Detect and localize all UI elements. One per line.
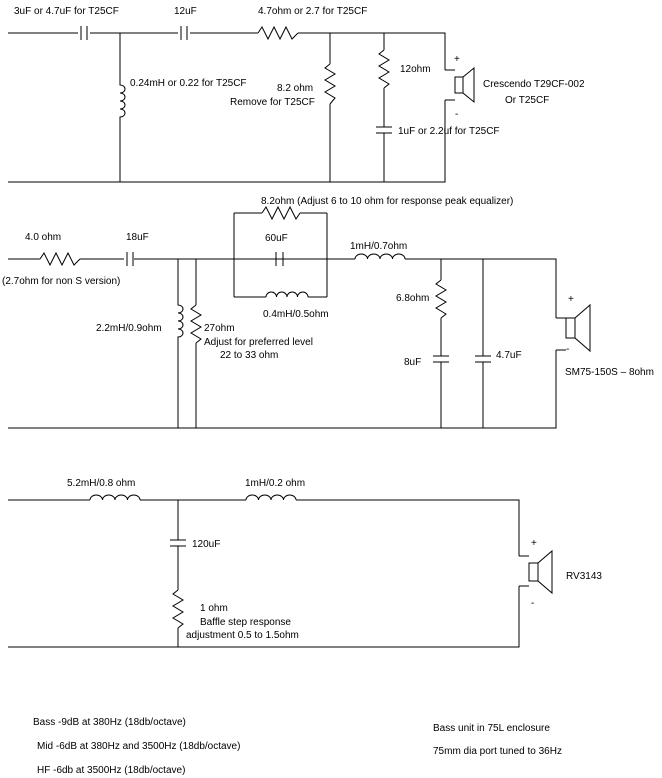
mid-notch-capacitor-label: 60uF xyxy=(265,233,288,244)
tweeter-series-resistor-label: 4.7ohm or 2.7 for T25CF xyxy=(258,6,367,17)
note-port: 75mm dia port tuned to 36Hz xyxy=(433,746,562,757)
tweeter-minus-sign: - xyxy=(455,109,458,120)
mid-shunt-resistor-label: 27ohm xyxy=(204,323,235,334)
tweeter-series-capacitor-2 xyxy=(180,26,188,40)
tweeter-series-capacitor-1 xyxy=(80,26,88,40)
mid-minus-sign: - xyxy=(566,344,569,355)
tweeter-speaker-icon xyxy=(445,66,475,104)
bass-series-inductor-2 xyxy=(245,494,297,501)
mid-shunt-capacitor xyxy=(475,259,491,428)
bass-capacitor-label: 120uF xyxy=(192,539,220,550)
note-bass: Bass -9dB at 380Hz (18db/octave) xyxy=(33,717,186,728)
bass-minus-sign: - xyxy=(531,598,534,609)
tweeter-series-resistor xyxy=(257,25,299,41)
mid-shunt-inductor xyxy=(177,259,184,428)
mid-section: 8.2ohm (Adjust 6 to 10 ohm for response … xyxy=(2,196,654,429)
note-enclosure: Bass unit in 75L enclosure xyxy=(433,723,550,734)
mid-zobel-resistor xyxy=(435,259,447,356)
mid-notch-network xyxy=(233,205,328,298)
mid-series-capacitor-label: 18uF xyxy=(126,232,149,243)
mid-shunt-resistor xyxy=(190,259,202,428)
tweeter-c1-label: 3uF or 4.7uF for T25CF xyxy=(14,6,119,17)
tweeter-shunt-inductor-label: 0.24mH or 0.22 for T25CF xyxy=(130,78,247,89)
mid-notch-inductor-label: 0.4mH/0.5ohm xyxy=(263,309,329,320)
note-mid: Mid -6dB at 380Hz and 3500Hz (18db/octav… xyxy=(37,741,240,752)
mid-series-resistor-note: (2.7ohm for non S version) xyxy=(2,276,120,287)
tweeter-section: 3uF or 4.7uF for T25CF 12uF 4.7ohm or 2.… xyxy=(8,6,585,183)
bass-section: 5.2mH/0.8 ohm 1mH/0.2 ohm 120uF + RV3143… xyxy=(8,478,602,648)
bass-resistor-note-2: adjustment 0.5 to 1.5ohm xyxy=(186,630,299,641)
mid-zobel-resistor-label: 6.8ohm xyxy=(396,293,429,304)
mid-series-inductor-label: 1mH/0.7ohm xyxy=(350,241,407,252)
tweeter-c2-label: 12uF xyxy=(174,6,197,17)
tweeter-zobel-resistor xyxy=(378,33,390,127)
tweeter-driver-label: Crescendo T29CF-002 xyxy=(483,79,585,90)
tweeter-shunt-resistor xyxy=(324,33,336,182)
mid-shunt-capacitor-label: 4.7uF xyxy=(496,350,522,361)
mid-zobel-capacitor xyxy=(433,355,449,428)
tweeter-shunt-resistor-note: Remove for T25CF xyxy=(230,97,315,108)
tweeter-driver-label-2: Or T25CF xyxy=(505,95,549,106)
bass-shunt-resistor xyxy=(172,589,184,647)
tweeter-shunt-inductor xyxy=(119,33,126,182)
tweeter-zobel-resistor-label: 12ohm xyxy=(400,64,431,75)
bass-shunt-capacitor xyxy=(170,500,186,590)
tweeter-plus-sign: + xyxy=(454,54,460,65)
note-hf: HF -6db at 3500Hz (18db/octave) xyxy=(37,765,185,776)
mid-notch-resistor-label: 8.2ohm (Adjust 6 to 10 ohm for response … xyxy=(261,196,513,207)
mid-plus-sign: + xyxy=(568,294,574,305)
mid-series-capacitor xyxy=(126,252,134,266)
bass-resistor-label: 1 ohm xyxy=(200,603,228,614)
mid-speaker-icon xyxy=(556,303,591,353)
bass-driver-label: RV3143 xyxy=(566,571,602,582)
bass-resistor-note: Baffle step response xyxy=(200,617,291,628)
mid-shunt-inductor-label: 2.2mH/0.9ohm xyxy=(96,323,162,334)
mid-shunt-resistor-note: Adjust for preferred level xyxy=(204,337,313,348)
tweeter-shunt-resistor-value: 8.2 ohm xyxy=(277,83,313,94)
mid-driver-label: SM75-150S – 8ohm xyxy=(565,367,654,378)
mid-driver-impedance: 8ohm xyxy=(629,367,654,378)
mid-series-resistor xyxy=(39,251,81,267)
tweeter-zobel-capacitor xyxy=(376,126,392,182)
design-notes: Bass -9dB at 380Hz (18db/octave) Mid -6d… xyxy=(33,717,562,776)
bass-speaker-icon xyxy=(519,549,553,595)
mid-series-resistor-label: 4.0 ohm xyxy=(25,232,61,243)
mid-series-inductor xyxy=(354,253,406,260)
bass-inductor-1-label: 5.2mH/0.8 ohm xyxy=(67,478,135,489)
tweeter-zobel-capacitor-label: 1uF or 2.2uf for T25CF xyxy=(398,126,500,137)
bass-series-inductor-1 xyxy=(89,494,141,501)
mid-shunt-resistor-note-2: 22 to 33 ohm xyxy=(220,350,278,361)
bass-inductor-2-label: 1mH/0.2 ohm xyxy=(245,478,305,489)
mid-zobel-capacitor-label: 8uF xyxy=(404,357,421,368)
bass-plus-sign: + xyxy=(531,538,537,549)
